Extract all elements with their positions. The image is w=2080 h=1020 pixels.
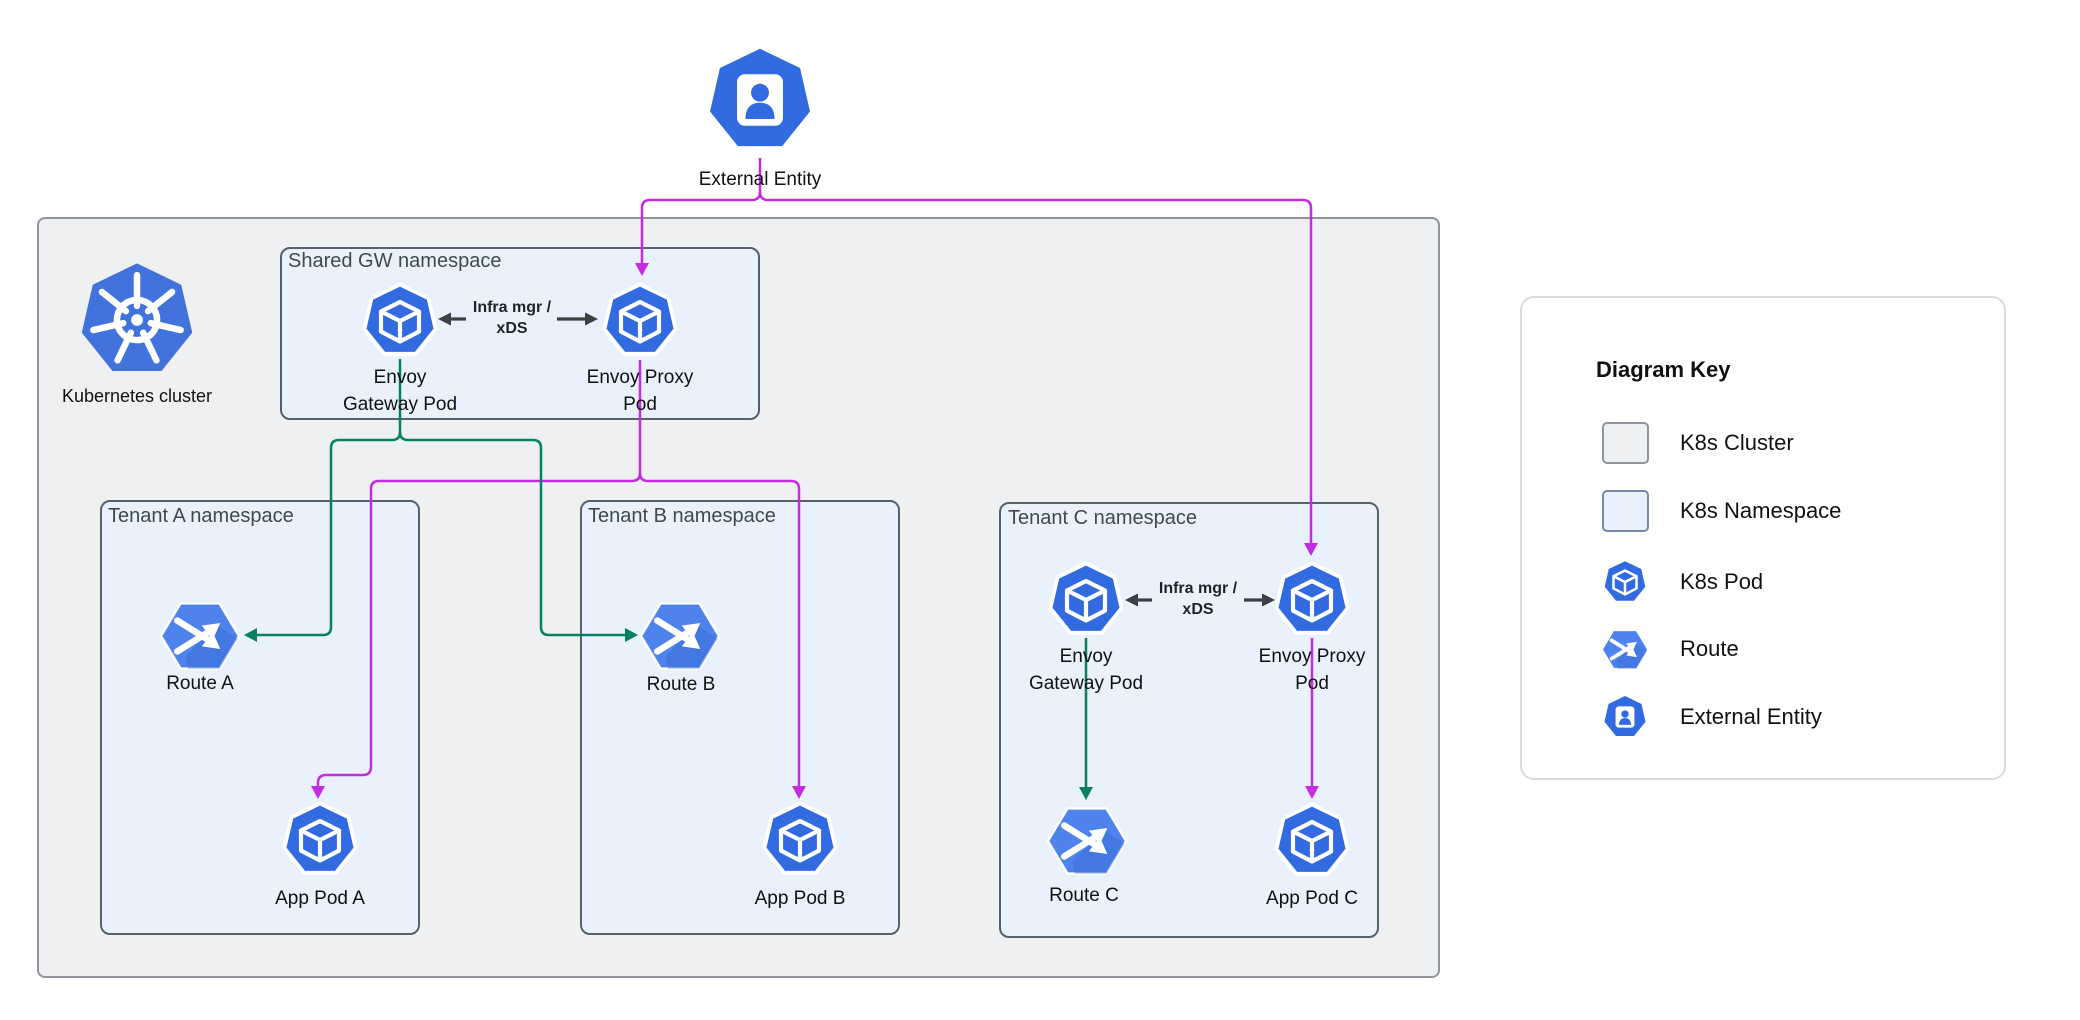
shared-gw-namespace-title: Shared GW namespace [288, 250, 502, 272]
tenantc-envoy-gateway-pod-icon [1048, 562, 1124, 638]
tenantc-gw-pod-label-line1: Envoy [1059, 646, 1113, 667]
shared-proxy-pod-label-line1: Envoy Proxy [586, 367, 694, 388]
kubernetes-cluster-label: Kubernetes cluster [61, 386, 213, 406]
key-label-cluster: K8s Cluster [1680, 430, 1794, 455]
route-c-label: Route C [1049, 885, 1119, 906]
route-a-label: Route A [166, 673, 234, 694]
key-label-route: Route [1680, 636, 1739, 661]
app-pod-b-label: App Pod B [754, 888, 846, 909]
app-pod-b-icon [762, 802, 838, 878]
tenant-b-namespace-title: Tenant B namespace [588, 505, 776, 527]
tenant-c-namespace-title: Tenant C namespace [1008, 507, 1198, 529]
key-label-pod: K8s Pod [1680, 569, 1764, 594]
tenantc-envoy-proxy-pod-icon [1274, 562, 1350, 638]
app-pod-c-icon [1274, 803, 1350, 879]
route-c-icon [1046, 806, 1128, 876]
external-entity-icon [704, 44, 816, 156]
route-b-icon [639, 601, 721, 671]
app-pod-c-label: App Pod C [1266, 888, 1358, 909]
external-entity-label: External Entity [698, 169, 822, 190]
k8s-cluster-swatch [1601, 422, 1649, 464]
tenantc-proxy-pod-label-line2: Pod [1295, 673, 1329, 694]
tenantc-proxy-pod-label-line1: Envoy Proxy [1258, 646, 1366, 667]
shared-proxy-pod-label-line2: Pod [623, 394, 657, 415]
route-icon [1600, 629, 1650, 670]
shared-gw-pod-label-line1: Envoy [373, 367, 427, 388]
key-row-pod: K8s Pod [1600, 559, 1763, 605]
route-a-icon [159, 601, 241, 671]
external-entity-icon [1600, 694, 1650, 740]
key-label-namespace: K8s Namespace [1680, 498, 1842, 523]
shared-gw-pod-label-line2: Gateway Pod [342, 394, 458, 415]
key-label-external: External Entity [1680, 704, 1822, 729]
route-b-label: Route B [646, 674, 716, 695]
app-pod-a-label: App Pod A [275, 888, 365, 909]
diagram-key-panel: Diagram Key K8s Cluster K8s Namespace K8… [1520, 296, 2006, 780]
shared-infra-xds-line1: Infra mgr / [472, 299, 552, 316]
kubernetes-logo-icon [78, 261, 196, 379]
diagram-key-title: Diagram Key [1596, 357, 1731, 382]
key-row-cluster: K8s Cluster [1600, 420, 1794, 466]
tenant-a-namespace-box [100, 500, 420, 935]
key-row-namespace: K8s Namespace [1600, 488, 1841, 534]
tenant-a-namespace-title: Tenant A namespace [108, 505, 294, 527]
key-row-route: Route [1600, 626, 1739, 672]
shared-envoy-proxy-pod-icon [602, 283, 678, 359]
app-pod-a-icon [282, 802, 358, 878]
key-row-external: External Entity [1600, 694, 1822, 740]
tenant-b-namespace-box [580, 500, 900, 935]
tenantc-infra-xds-line2: xDS [1182, 601, 1214, 618]
shared-infra-xds-line2: xDS [496, 320, 528, 337]
tenantc-infra-xds-line1: Infra mgr / [1158, 580, 1238, 597]
shared-envoy-gateway-pod-icon [362, 283, 438, 359]
k8s-pod-icon [1600, 559, 1650, 605]
tenantc-infra-xds-label: Infra mgr / xDS [1159, 578, 1237, 620]
shared-infra-xds-label: Infra mgr / xDS [473, 297, 551, 339]
k8s-namespace-swatch [1601, 490, 1649, 532]
tenantc-gw-pod-label-line2: Gateway Pod [1028, 673, 1144, 694]
